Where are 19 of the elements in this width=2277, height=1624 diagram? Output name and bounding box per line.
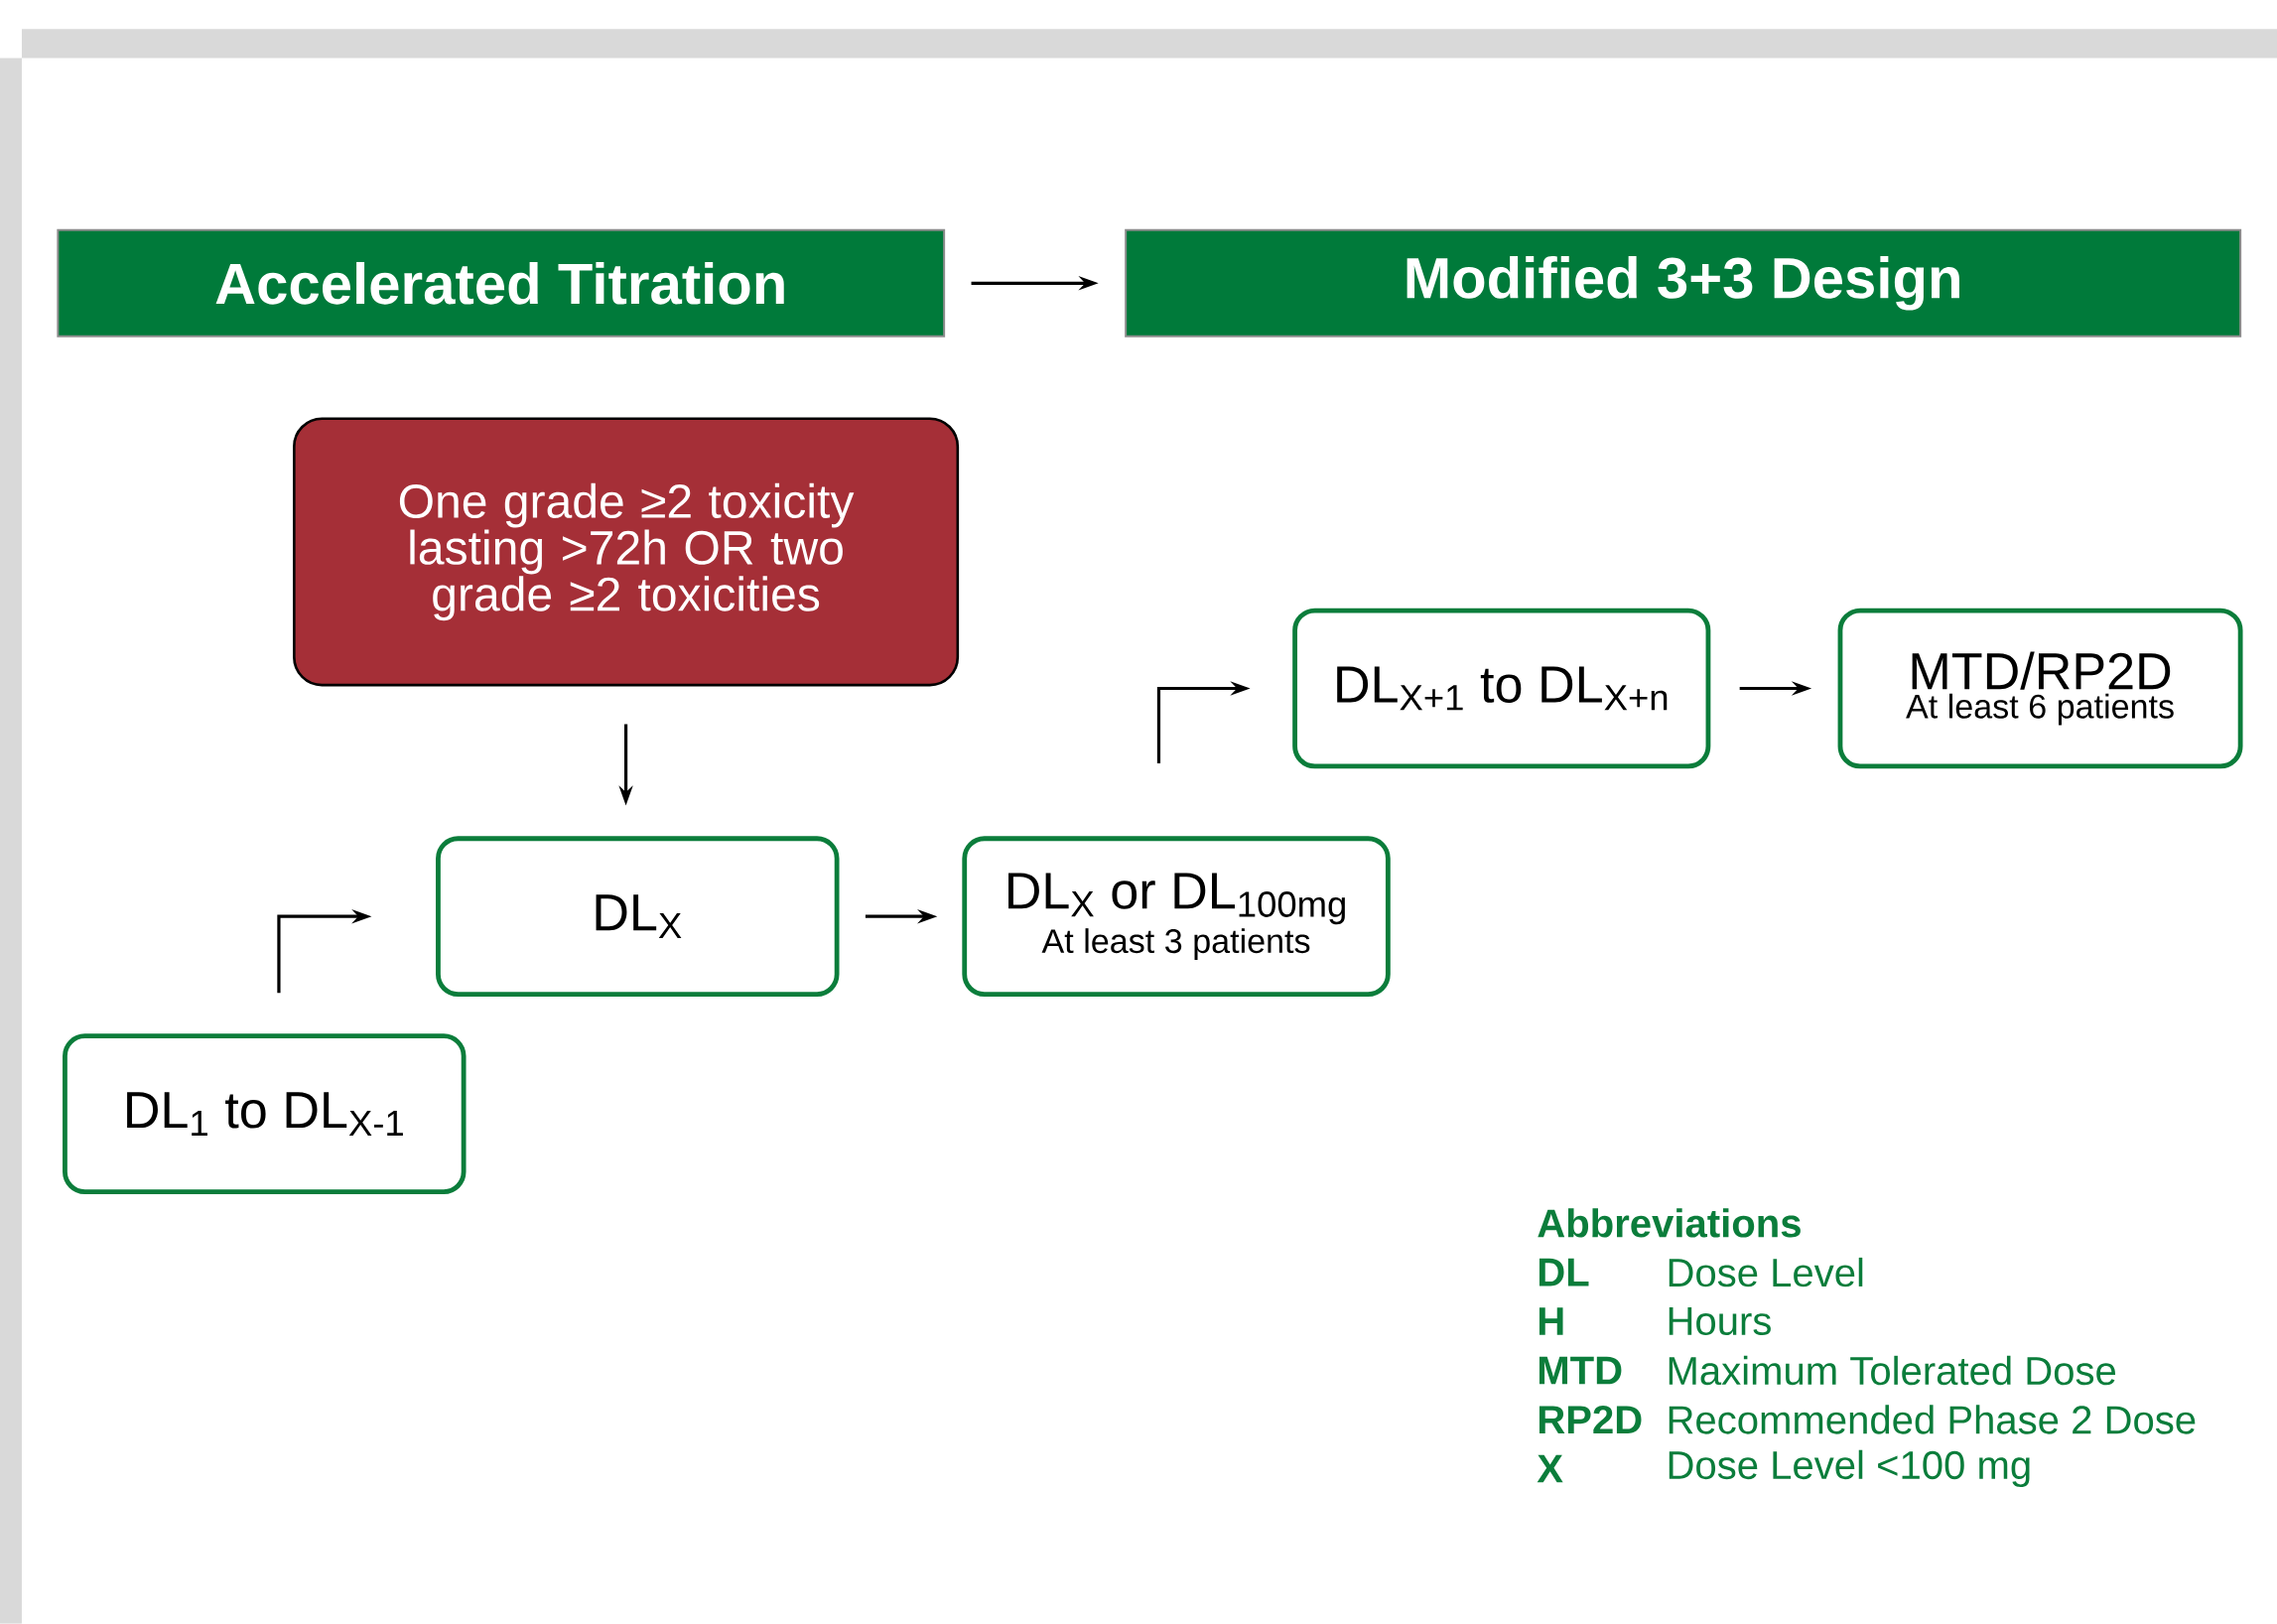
header-bar: Accelerated Titration [57,228,946,338]
process-box: DL$_{X}$ or DL$_{100mg}$ At least 3 patients [962,836,1391,998]
abbreviation-meaning: Maximum Tolerated Dose [1669,1355,2116,1386]
alert-box: One grade ≥2 toxicity lasting >72h OR two grade ≥2 toxicities [293,417,960,687]
process-box: DL$_{1}$ to DL$_{X-1}$ [63,1033,467,1195]
abbreviation-meaning: Dose Level [1669,1258,1863,1287]
abbreviation: MTD [1539,1356,1622,1385]
abbreviation: X [1537,1454,1563,1483]
abbreviation-meaning: Hours [1669,1307,1771,1336]
process-box: DL$_{X+1}$ to DL$_{X+n}$ [1292,608,1711,769]
abbreviation: RP2D [1539,1406,1642,1434]
abbreviation: DL [1539,1259,1589,1286]
abbreviation-meaning: Dose Level <100 mg [1669,1449,2030,1488]
header-bar: Modified 3+3 Design [1125,228,2242,338]
abbreviations-heading: Abbreviations [1538,1208,1801,1238]
process-box: DL$_{X}$ [436,836,840,998]
abbreviation: H [1539,1307,1563,1335]
abbreviation-meaning: Recommended Phase 2 Dose [1669,1405,2196,1434]
process-box: MTD/RP2D At least 6 patients [1837,608,2243,769]
